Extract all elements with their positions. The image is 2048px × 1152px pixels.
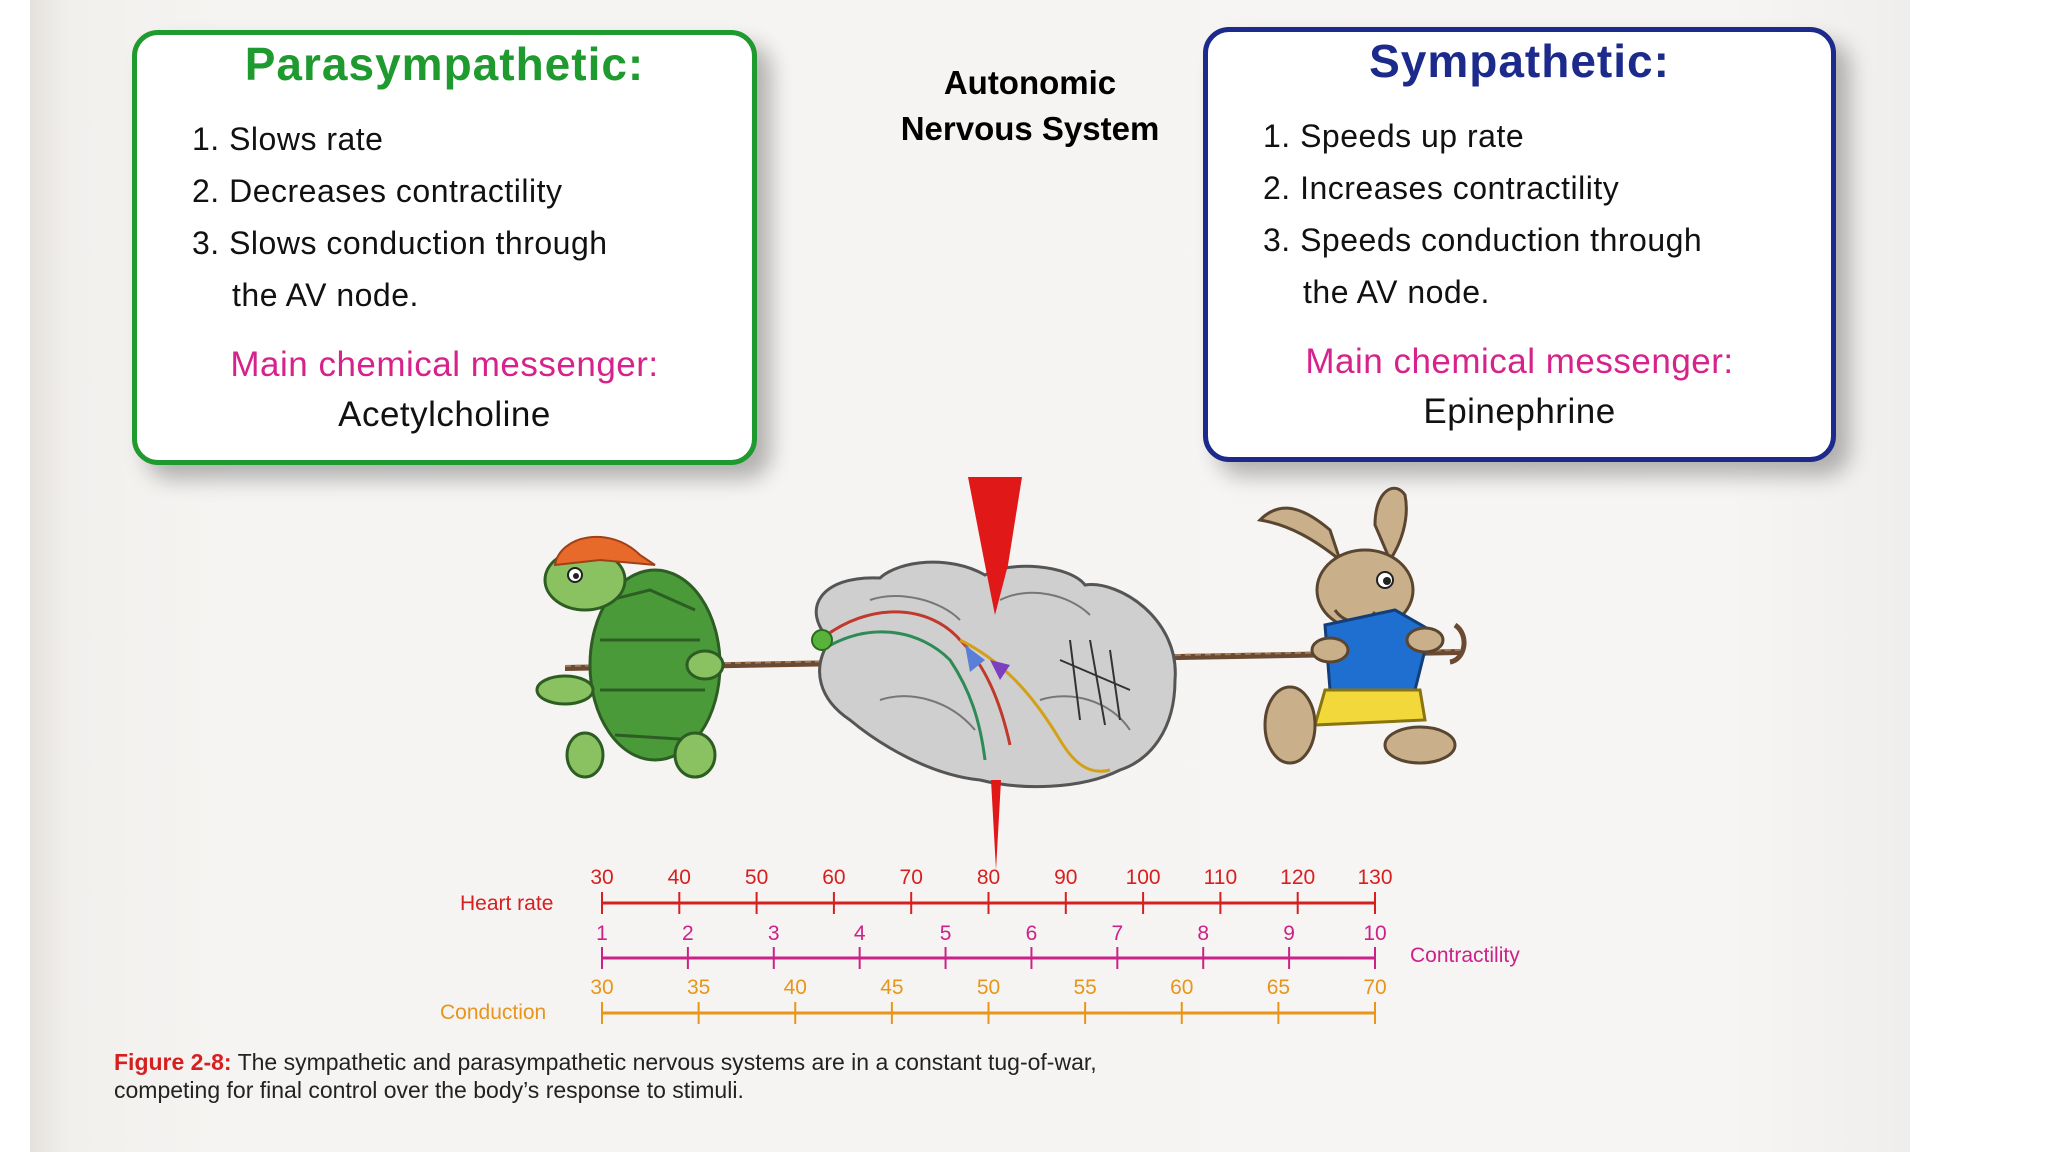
scale-tick-label: 5 [940,922,952,945]
scale-tick-label: 8 [1197,922,1209,945]
scale-tick-label: 10 [1363,922,1386,945]
scale-tick-label: 50 [977,976,1000,999]
contractility-label: Contractility [1410,944,1520,967]
item-number: 2. [1263,170,1291,206]
item-continuation: the AV node. [1303,274,1490,310]
sympathetic-title: Sympathetic: [1369,35,1670,87]
center-title-line2: Nervous System [900,110,1160,147]
list-item: 1. Slows rate [192,113,608,165]
item-number: 1. [1263,118,1291,154]
heart-rate-ticks: 30 40 50 60 70 80 90 100 110 120 130 [590,866,1393,914]
item-number: 1. [192,121,220,157]
list-item: 1. Speeds up rate [1263,110,1702,162]
center-title-line1: Autonomic [943,64,1117,101]
scale-tick-label: 70 [900,866,923,889]
scale-tick-label: 120 [1280,866,1315,889]
messenger-label: Main chemical messenger: [1305,342,1734,381]
caption-text-line2: competing for final control over the bod… [114,1077,744,1103]
item-number: 3. [1263,222,1291,258]
contractility-ticks: 1 2 3 4 5 6 7 8 9 10 [596,922,1387,969]
scale-tick-label: 45 [880,976,903,999]
scale-tick-label: 30 [590,976,613,999]
item-number: 3. [192,225,220,261]
scale-tick-label: 80 [977,866,1000,889]
scale-tick-label: 65 [1267,976,1290,999]
item-continuation: the AV node. [232,277,419,313]
caption-text-line1: The sympathetic and parasympathetic nerv… [237,1049,1097,1075]
scale-tick-label: 40 [784,976,807,999]
list-item: 2. Increases contractility [1263,162,1702,214]
scale-tick-label: 100 [1126,866,1161,889]
conduction-ticks: 30 35 40 45 50 55 60 65 70 [590,976,1387,1024]
item-text: Slows rate [229,121,384,157]
item-text: Speeds up rate [1300,118,1525,154]
indicator-arrow-icon [968,477,1022,870]
item-text: Increases contractility [1300,170,1620,206]
item-number: 2. [192,173,220,209]
scale-tick-label: 7 [1111,922,1123,945]
parasympathetic-title: Parasympathetic: [244,38,645,90]
rabbit-icon [1256,486,1467,765]
list-item: 3. Speeds conduction through the AV node. [1263,214,1702,318]
messenger-label: Main chemical messenger: [230,345,659,384]
messenger-value: Acetylcholine [338,395,551,434]
scale-tick-label: 4 [854,922,866,945]
scale-tick-label: 9 [1283,922,1295,945]
figure-caption: Figure 2-8: The sympathetic and parasymp… [114,1048,1314,1104]
scale-tick-label: 90 [1054,866,1077,889]
scale-tick-label: 1 [596,922,608,945]
scale-tick-label: 40 [668,866,691,889]
heart-rate-label: Heart rate [460,892,553,915]
center-title: Autonomic Nervous System [880,60,1180,152]
figure-label: Figure 2-8: [114,1049,232,1075]
scale-tick-label: 60 [822,866,845,889]
item-text: Slows conduction through [229,225,608,261]
sympathetic-box: Sympathetic: 1. Speeds up rate 2. Increa… [1203,27,1836,462]
parasympathetic-effects-list: 1. Slows rate 2. Decreases contractility… [192,113,608,321]
item-text: Decreases contractility [229,173,563,209]
scale-tick-label: 2 [682,922,694,945]
scale-tick-label: 50 [745,866,768,889]
list-item: 3. Slows conduction through the AV node. [192,217,608,321]
heart-icon [811,560,1177,789]
item-text: Speeds conduction through [1300,222,1703,258]
scale-tick-label: 30 [590,866,613,889]
scale-tick-label: 55 [1073,976,1096,999]
scale-tick-label: 110 [1204,866,1237,889]
messenger-value: Epinephrine [1423,392,1616,431]
scale-tick-label: 70 [1363,976,1386,999]
scale-tick-label: 35 [687,976,710,999]
scale-tick-label: 130 [1357,866,1392,889]
parasympathetic-box: Parasympathetic: 1. Slows rate 2. Decrea… [132,30,757,465]
turtle-icon [535,535,725,779]
scale-tick-label: 3 [768,922,780,945]
sympathetic-effects-list: 1. Speeds up rate 2. Increases contracti… [1263,110,1702,318]
list-item: 2. Decreases contractility [192,165,608,217]
scale-tick-label: 60 [1170,976,1193,999]
caption-line1: Figure 2-8: The sympathetic and parasymp… [114,1048,1314,1076]
conduction-label: Conduction [440,1001,546,1024]
scale-tick-label: 6 [1026,922,1038,945]
